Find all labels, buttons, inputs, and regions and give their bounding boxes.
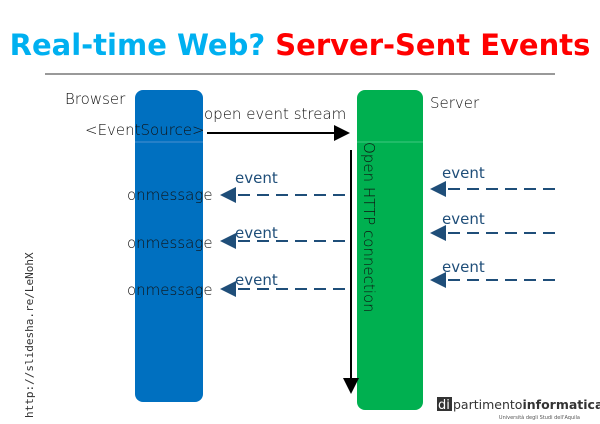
client-event-label: event [235, 224, 278, 242]
server-event-label: event [442, 210, 485, 228]
browser-label: Browser [65, 90, 126, 108]
client-event-label: event [235, 271, 278, 289]
server-event-label: event [442, 258, 485, 276]
slide-title: Real-time Web? Server-Sent Events [10, 28, 591, 62]
onmessage-label: onmessage [127, 281, 213, 299]
eventsource-label: <EventSource> [85, 121, 205, 139]
event-row-3: event event onmessage [127, 258, 555, 299]
source-link[interactable]: http://slidesha.re/LeNohX [23, 252, 36, 418]
browser-lifeline [135, 90, 203, 402]
server-event-label: event [442, 164, 485, 182]
onmessage-label: onmessage [127, 234, 213, 252]
request-label: open event stream [204, 105, 346, 123]
client-event-label: event [235, 169, 278, 187]
svg-text:partimentoinformatica: partimentoinformatica [453, 397, 600, 412]
connection-label: Open HTTP connection [360, 142, 378, 313]
server-label: Server [430, 94, 480, 112]
svg-text:di: di [438, 398, 450, 413]
event-row-2: event event onmessage [127, 210, 555, 252]
department-logo: di partimentoinformatica Università degl… [437, 397, 600, 421]
server-lifeline [357, 90, 423, 410]
svg-text:Università degli Studi dell'Aq: Università degli Studi dell'Aquila [499, 414, 580, 421]
event-row-1: event event onmessage [127, 164, 555, 204]
onmessage-label: onmessage [127, 186, 213, 204]
